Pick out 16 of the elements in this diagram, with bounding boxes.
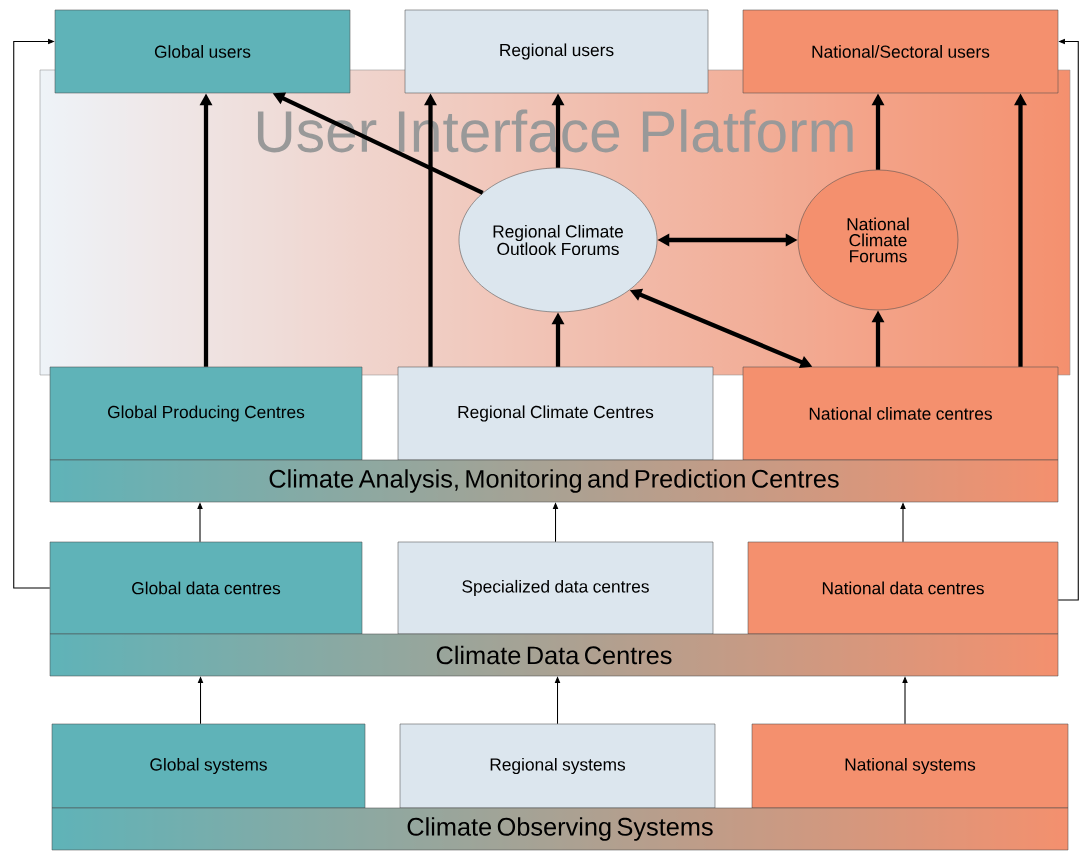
arrow <box>1057 38 1079 601</box>
section-band: Climate Observing Systems <box>51 807 1069 851</box>
centre-box: National climate centres <box>742 366 1059 461</box>
system-box: Global systems <box>51 723 366 809</box>
users-box: Global users <box>54 9 351 94</box>
data-centre-box: Global data centres <box>49 541 363 635</box>
system-box: National systems <box>751 723 1069 809</box>
users-box: Regional users <box>404 9 709 94</box>
users-box: National/Sectoral users <box>742 9 1059 94</box>
centre-box: Global Producing Centres <box>49 366 363 461</box>
section-band: Climate Analysis, Monitoring and Prediction Centres <box>49 459 1059 503</box>
centre-box: Regional Climate Centres <box>397 366 714 461</box>
data-centre-box: National data centres <box>747 541 1059 635</box>
data-centre-box: Specialized data centres <box>397 541 714 635</box>
system-box: Regional systems <box>399 723 716 809</box>
section-band: Climate Data Centres <box>49 633 1059 677</box>
